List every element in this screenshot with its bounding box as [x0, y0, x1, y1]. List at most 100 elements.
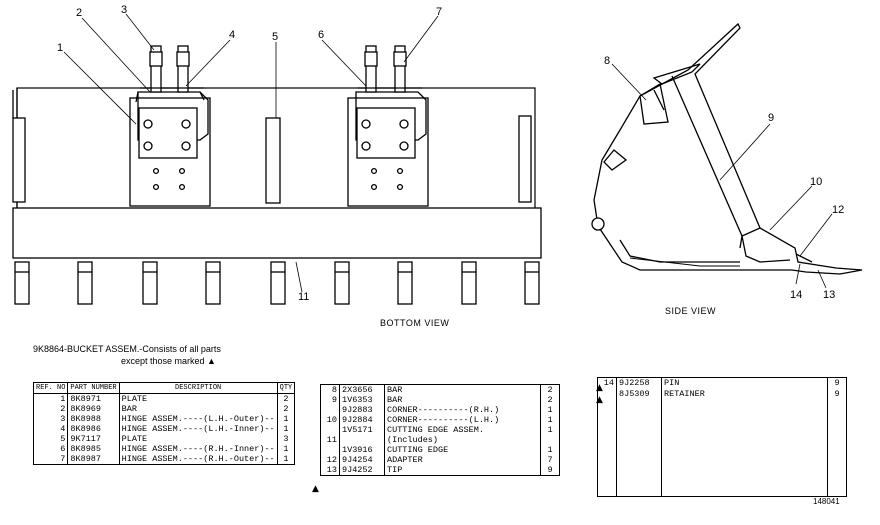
- table-cell-ref: 9: [320, 395, 340, 405]
- table-cell-qty: 1: [540, 415, 560, 425]
- table-cell-part: 9J2883: [339, 405, 385, 415]
- bottom-view-caption: BOTTOM VIEW: [380, 318, 450, 328]
- side-view: [591, 22, 863, 289]
- bottom-view: [12, 13, 542, 305]
- table-cell-qty: 2: [276, 393, 295, 404]
- table-cell-desc: HINGE ASSEM.----(R.H.-Outer)--: [121, 454, 275, 464]
- assembly-note-line1: 9K8864-BUCKET ASSEM.-Consists of all par…: [33, 344, 221, 354]
- table-cell-qty: 1: [276, 414, 295, 424]
- table-cell-part: 1V5171: [339, 425, 385, 435]
- table-filler-row: [597, 399, 847, 497]
- table-cell-desc: CORNER----------(L.H.): [387, 415, 500, 425]
- table-cell-part: 8K8988: [67, 414, 120, 424]
- table-cell-qty: 2: [540, 395, 560, 405]
- table-cell-ref: 1: [33, 393, 69, 404]
- table-cell-part: 1V6353: [339, 395, 385, 405]
- callout-11: 11: [298, 291, 310, 303]
- table-cell-ref: 11: [320, 435, 340, 445]
- table-cell-part: 9J2884: [339, 415, 385, 425]
- table-cell-qty: 2: [540, 384, 560, 395]
- table-cell-desc: CUTTING EDGE ASSEM.: [387, 425, 484, 435]
- marker-row-14a: ▲: [596, 383, 603, 393]
- assembly-note: 9K8864-BUCKET ASSEM.-Consists of all par…: [33, 343, 221, 367]
- assembly-note-line2: except those marked ▲: [121, 356, 216, 366]
- table-cell-qty: 1: [276, 454, 295, 465]
- callout-4: 4: [229, 29, 236, 41]
- teeth: [14, 261, 540, 305]
- table-header-row: REF. NO PART NUMBER DESCRIPTION QTY: [32, 382, 296, 394]
- side-pad-right: [518, 115, 532, 203]
- table-cell-desc: (Includes): [387, 435, 439, 445]
- table-cell-part: 2X3656: [339, 384, 385, 395]
- table-cell-ref: 12: [320, 455, 340, 465]
- table-cell-desc: HINGE ASSEM.----(R.H.-Inner)--: [121, 444, 275, 454]
- header-desc: DESCRIPTION: [118, 382, 278, 394]
- callout-5: 5: [272, 31, 279, 43]
- table-cell-desc: CORNER----------(R.H.): [387, 405, 500, 415]
- table-cell-desc: RETAINER: [664, 388, 705, 399]
- header-qty: QTY: [276, 382, 296, 394]
- table-cell-desc: HINGE ASSEM.----(L.H.-Inner)--: [121, 424, 275, 434]
- table-cell-ref: 8: [320, 384, 340, 395]
- table-cell-ref: 10: [320, 415, 340, 425]
- callout-3: 3: [121, 4, 128, 16]
- table-cell-ref: 4: [33, 424, 69, 434]
- table-cell-ref: 13: [320, 465, 340, 476]
- side-view-caption: SIDE VIEW: [665, 306, 717, 316]
- marker-row-13: ▲: [312, 484, 319, 494]
- table-cell-desc: ADAPTER: [387, 455, 423, 465]
- table-cell-desc: HINGE ASSEM.----(L.H.-Outer)--: [121, 414, 275, 424]
- right-hinge: [347, 45, 429, 207]
- table-cell-desc: BAR: [387, 385, 403, 395]
- table-cell-part: 8K8986: [67, 424, 120, 434]
- table-cell-ref: 6: [33, 444, 69, 454]
- table-cell-part: 9J2258: [616, 377, 662, 389]
- table-cell-desc: BAR: [387, 395, 403, 405]
- marker-row-14b: ▲: [596, 395, 603, 405]
- callout-8: 8: [604, 55, 611, 67]
- callout-13: 13: [823, 289, 836, 301]
- table-cell-qty: 2: [276, 404, 295, 414]
- table-cell-desc: PLATE: [121, 434, 148, 444]
- callout-2: 2: [76, 7, 83, 19]
- table-cell-qty: 1: [540, 405, 560, 415]
- callout-12: 12: [832, 204, 845, 216]
- table-cell-qty: 1: [276, 424, 295, 434]
- table-cell-part: 8K8987: [67, 454, 120, 465]
- table-cell-ref: [320, 445, 340, 455]
- side-pad-left: [12, 117, 26, 203]
- table-cell-qty: 1: [276, 444, 295, 454]
- table-cell-qty: 9: [540, 465, 560, 476]
- table-cell-qty: [540, 435, 560, 445]
- table-cell-qty: 3: [276, 434, 295, 444]
- header-part: PART NUMBER: [67, 382, 120, 394]
- table-cell-part: 9J4254: [339, 455, 385, 465]
- table-cell-ref: 3: [33, 414, 69, 424]
- table-cell-ref: [597, 388, 617, 400]
- table-cell-part: 1V3916: [339, 445, 385, 455]
- document-number: 148041: [813, 497, 840, 506]
- callout-6: 6: [318, 29, 325, 41]
- table-cell-qty: 9: [827, 377, 847, 389]
- callout-7: 7: [436, 6, 443, 18]
- table-cell-part: 8K8985: [67, 444, 120, 454]
- header-ref: REF. NO: [32, 382, 69, 394]
- callout-14: 14: [790, 289, 803, 301]
- table-cell-qty: 1: [540, 445, 560, 455]
- table-cell-part: [339, 435, 385, 445]
- table-cell-desc: BAR: [121, 404, 137, 414]
